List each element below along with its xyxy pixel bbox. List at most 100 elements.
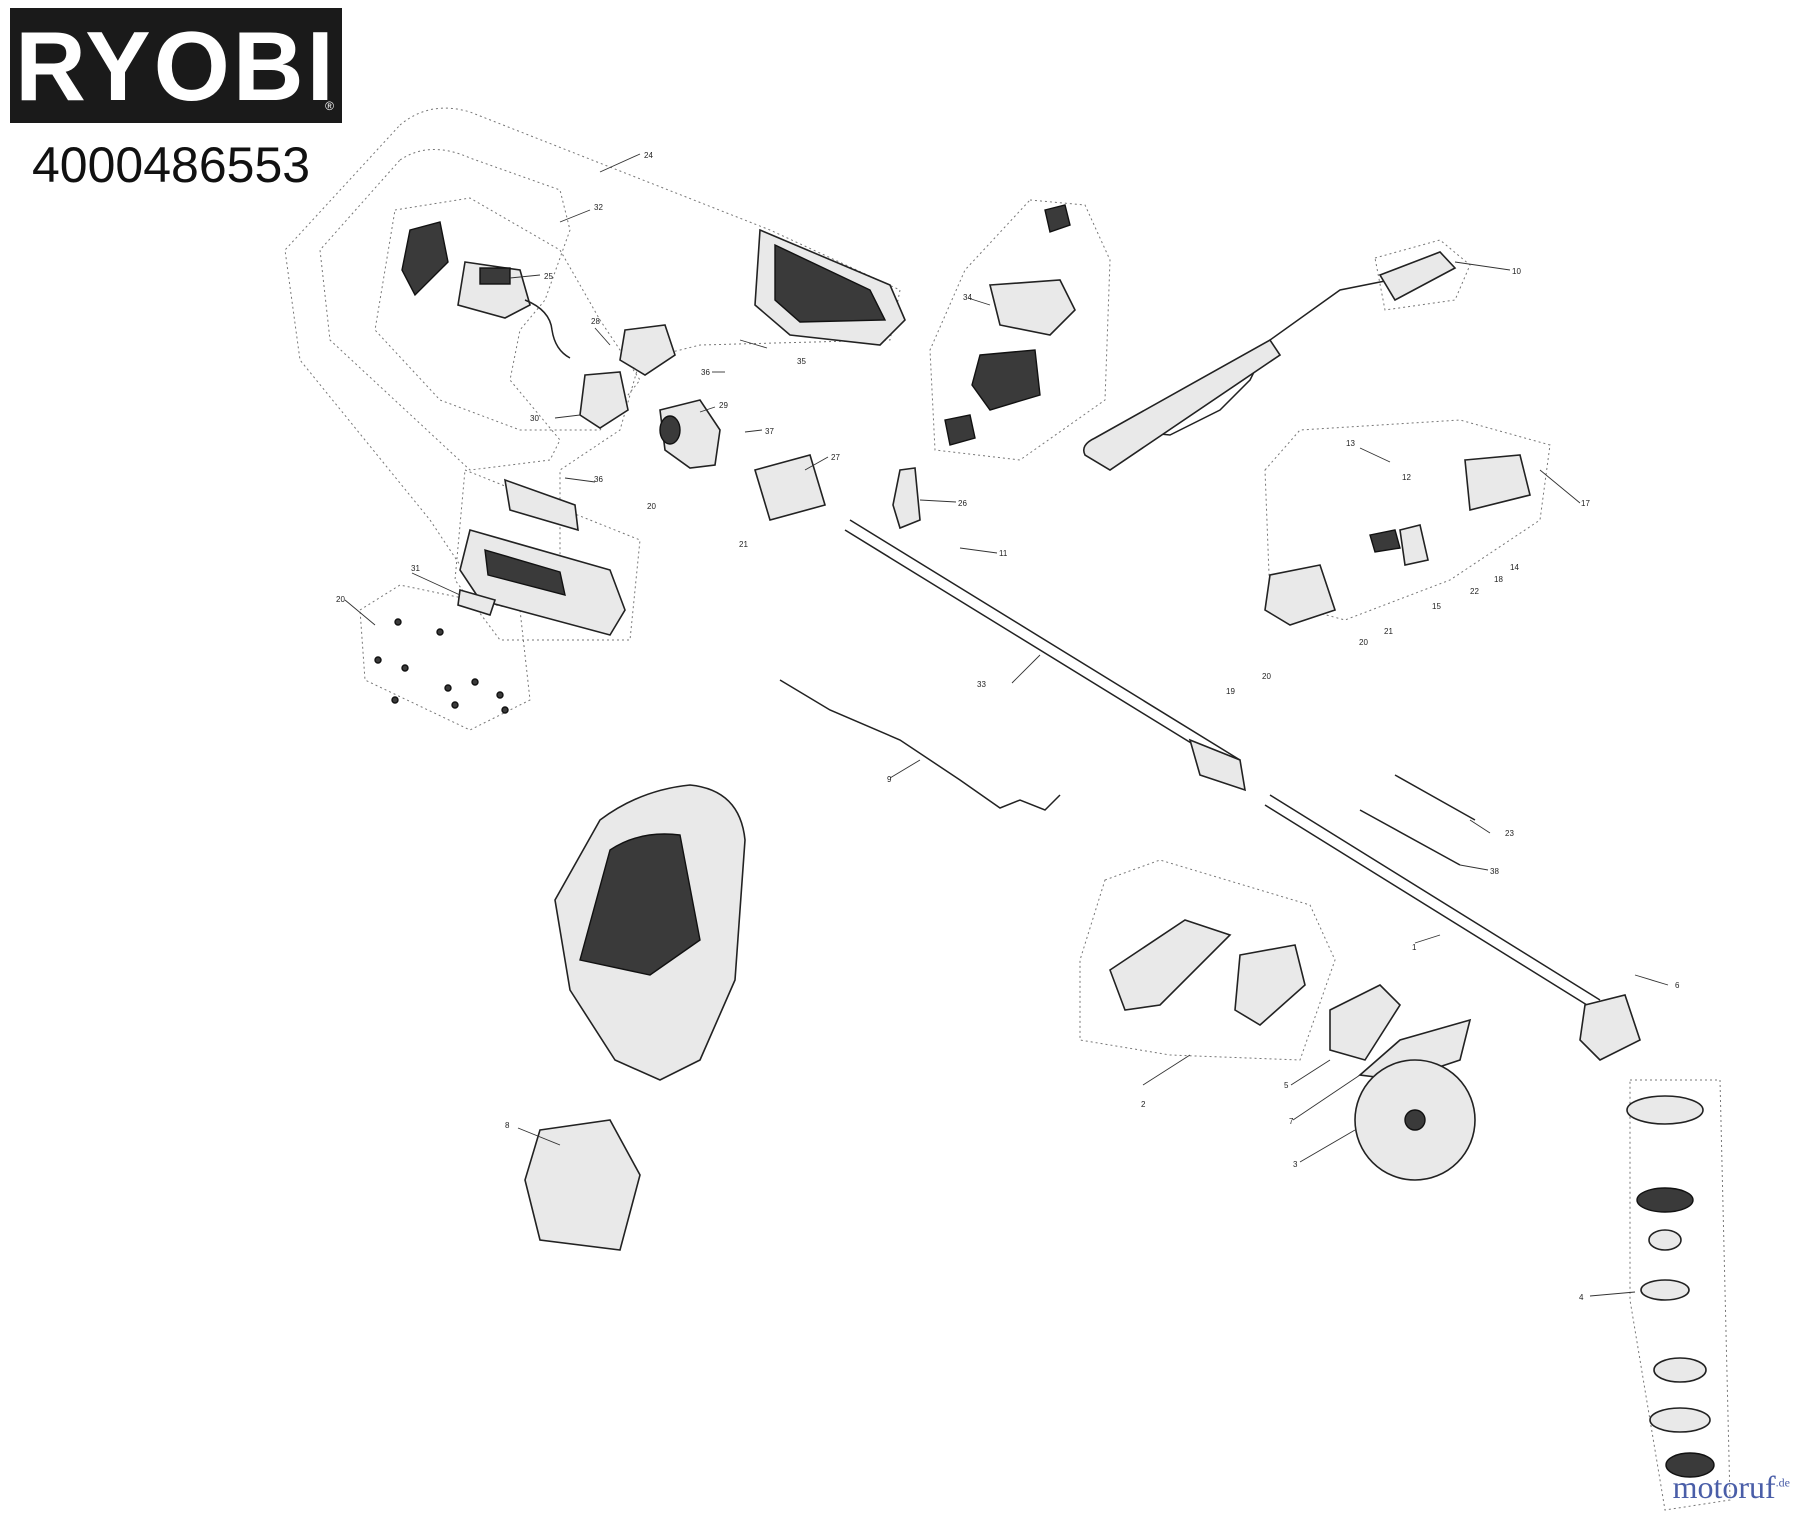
group-outline-10 [1374, 239, 1471, 311]
brand-name: RYOBI [15, 10, 337, 121]
group-outline-24 [284, 107, 901, 581]
main-shaft-upper [849, 519, 1241, 761]
hex-key [1394, 774, 1476, 821]
aux-handle-bracket [1399, 524, 1429, 566]
part-label-36b: 36 [701, 368, 710, 377]
control-module-cable [524, 299, 571, 359]
part-label-35: 35 [797, 357, 806, 366]
part-label-7: 7 [1289, 1117, 1294, 1126]
part-label-17: 17 [1581, 499, 1590, 508]
main-shaft-upper-2 [844, 529, 1236, 771]
part-label-12: 12 [1402, 473, 1411, 482]
clip-part [457, 588, 497, 616]
battery-latch [503, 478, 579, 532]
part-label-1: 1 [1412, 943, 1417, 952]
housing-half-shell-detail [774, 243, 887, 323]
control-module-face [479, 267, 511, 285]
watermark-name: motoruf [1672, 1469, 1776, 1505]
part-label-34: 34 [963, 293, 972, 302]
rod-38 [1359, 809, 1461, 866]
part-label-18: 18 [1494, 575, 1503, 584]
aux-handle-lever [1369, 529, 1401, 553]
part-label-2: 2 [1141, 1100, 1146, 1109]
part-label-23: 23 [1505, 829, 1514, 838]
gear-head [1579, 994, 1641, 1061]
motor-tube [753, 454, 827, 521]
trimmer-head-stack [1626, 1095, 1715, 1478]
grip-gear [971, 349, 1041, 411]
switch-body [579, 371, 629, 429]
model-number: 4000486553 [32, 137, 311, 193]
group-outline-34 [929, 199, 1111, 461]
guard-plate [1109, 919, 1232, 1011]
part-label-6: 6 [1675, 981, 1680, 990]
leader-lines [344, 153, 1669, 1297]
group-outline-32 [319, 149, 571, 471]
group-outline-screws-20 [359, 584, 531, 731]
part-label-27: 27 [831, 453, 840, 462]
switch-cover [619, 324, 676, 376]
control-module [457, 261, 531, 319]
part-label-21b: 21 [1384, 627, 1393, 636]
handle-grip [1378, 251, 1457, 302]
aux-handle-body [1464, 454, 1531, 512]
grip-assembly [988, 279, 1076, 336]
battery-housing-window [484, 549, 566, 596]
part-label-28: 28 [591, 317, 600, 326]
harness-back [579, 833, 701, 976]
part-label-30: 30 [530, 414, 539, 423]
part-label-37: 37 [765, 427, 774, 436]
part-label-5: 5 [1284, 1081, 1289, 1090]
part-label-19: 19 [1226, 687, 1235, 696]
handle-bar-tube [1082, 338, 1282, 471]
part-label-10: 10 [1512, 267, 1521, 276]
watermark-logo: motoruf.de [1673, 1469, 1790, 1506]
harness-lower-pad [524, 1119, 641, 1251]
part-label-24: 24 [644, 151, 653, 160]
saw-blade-hub [1404, 1109, 1426, 1131]
group-outline-4 [1629, 1079, 1731, 1511]
part-label-21a: 21 [739, 540, 748, 549]
guard-cover [1234, 944, 1306, 1026]
part-label-29: 29 [719, 401, 728, 410]
watermark-suffix: .de [1775, 1475, 1790, 1490]
group-outline-2 [1079, 859, 1336, 1061]
part-label-20b: 20 [647, 502, 656, 511]
part-label-11: 11 [999, 549, 1008, 558]
coupling [892, 467, 921, 530]
aux-handle-clamp [1264, 564, 1337, 626]
screw-set-20 [374, 618, 509, 714]
part-label-20d: 20 [1262, 672, 1271, 681]
part-label-20c: 20 [1359, 638, 1368, 647]
part-label-36a: 36 [594, 475, 603, 484]
part-label-32: 32 [594, 203, 603, 212]
part-label-8: 8 [505, 1121, 510, 1130]
lower-shaft-2 [1264, 804, 1596, 1011]
grip-knob-bottom [944, 414, 976, 446]
blade-guard [1329, 984, 1402, 1061]
part-label-9: 9 [887, 775, 892, 784]
part-label-14: 14 [1510, 563, 1519, 572]
ryobi-logo: RYOBI ® [10, 8, 342, 123]
part-label-31: 31 [411, 564, 420, 573]
motor-mount-hub [659, 415, 681, 445]
part-label-22: 22 [1470, 587, 1479, 596]
part-label-13: 13 [1346, 439, 1355, 448]
part-label-4: 4 [1579, 1293, 1584, 1302]
wire-assembly [779, 679, 1061, 811]
part-label-38: 38 [1490, 867, 1499, 876]
grip-knob-top [1044, 204, 1071, 233]
lower-shaft [1269, 794, 1601, 1001]
side-plate [401, 221, 449, 297]
part-label-15: 15 [1432, 602, 1441, 611]
group-outline-13 [1264, 419, 1551, 621]
part-label-25: 25 [544, 272, 553, 281]
part-label-20a: 20 [336, 595, 345, 604]
part-label-26: 26 [958, 499, 967, 508]
part-label-3: 3 [1293, 1160, 1298, 1169]
registered-mark: ® [325, 99, 334, 113]
part-label-33: 33 [977, 680, 986, 689]
shaft-coupler [1188, 738, 1247, 792]
